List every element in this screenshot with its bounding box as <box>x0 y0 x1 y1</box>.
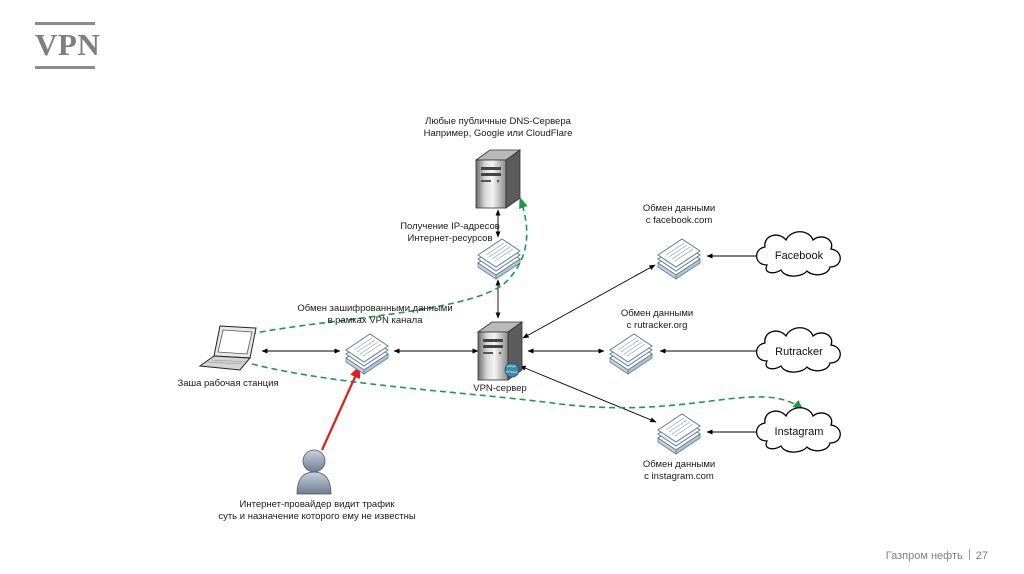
instagram-exchange-label-line1: Обмен данными <box>643 459 715 470</box>
encrypted-tunnel-to-dns <box>249 196 528 335</box>
facebook-cloud-label: Facebook <box>775 250 824 262</box>
laptop-icon <box>198 325 257 371</box>
facebook-exchange-docs-icon <box>657 238 701 280</box>
slide-footer: Газпром нефть 27 <box>886 549 988 562</box>
instagram-exchange-docs-icon <box>657 413 701 455</box>
globe-icon <box>504 362 520 378</box>
ip-lookup-label-line2: Интернет-ресурсов <box>407 233 492 244</box>
dns-label-line2: Например, Google или CloudFlare <box>424 128 573 139</box>
edge-vpn-to-instagram-exchange <box>519 365 657 423</box>
slide-title: VPN <box>35 27 101 62</box>
facebook-exchange-label-line1: Обмен данными <box>643 203 715 214</box>
rutracker-exchange-label-line2: с rutracker.org <box>627 320 688 331</box>
isp-observation-arrow <box>320 364 362 451</box>
encrypted-tunnel-to-instagram <box>251 363 804 411</box>
vpn-channel-label-line2: в рамках VPN канала <box>328 315 424 326</box>
footer-separator <box>968 549 970 560</box>
slide-title-block: VPN <box>35 22 101 69</box>
footer-company: Газпром нефть <box>885 550 963 562</box>
instagram-exchange-label-line2: с instagram.com <box>644 471 714 482</box>
vpn-channel-label-line1: Обмен зашифрованными данными <box>297 303 452 314</box>
vpn-channel-docs-icon <box>345 333 389 375</box>
isp-label-line2: суть и назначение которого ему не извест… <box>218 511 416 522</box>
isp-label-line1: Интернет-провайдер видит трафик <box>240 499 396 510</box>
dns-server-icon <box>475 149 521 209</box>
edge-vpn-to-facebook-exchange <box>522 264 656 339</box>
dns-label-line1: Любые публичные DNS-Сервера <box>425 116 572 127</box>
rutracker-exchange-docs-icon <box>609 333 653 375</box>
facebook-exchange-label-line2: с facebook.com <box>646 215 713 226</box>
person-icon <box>296 449 332 495</box>
page-number: 27 <box>975 550 988 562</box>
instagram-cloud-label: Instagram <box>775 426 824 438</box>
title-top-rule <box>35 22 95 25</box>
workstation-label: Заша рабочая станция <box>177 378 278 389</box>
title-bottom-rule <box>35 66 95 69</box>
rutracker-exchange-label-line1: Обмен данными <box>621 308 693 319</box>
ip-lookup-label-line1: Получение IP-адресов <box>400 221 500 232</box>
vpn-server-label: VPN-сервер <box>473 383 527 394</box>
rutracker-cloud-label: Rutracker <box>775 346 823 358</box>
